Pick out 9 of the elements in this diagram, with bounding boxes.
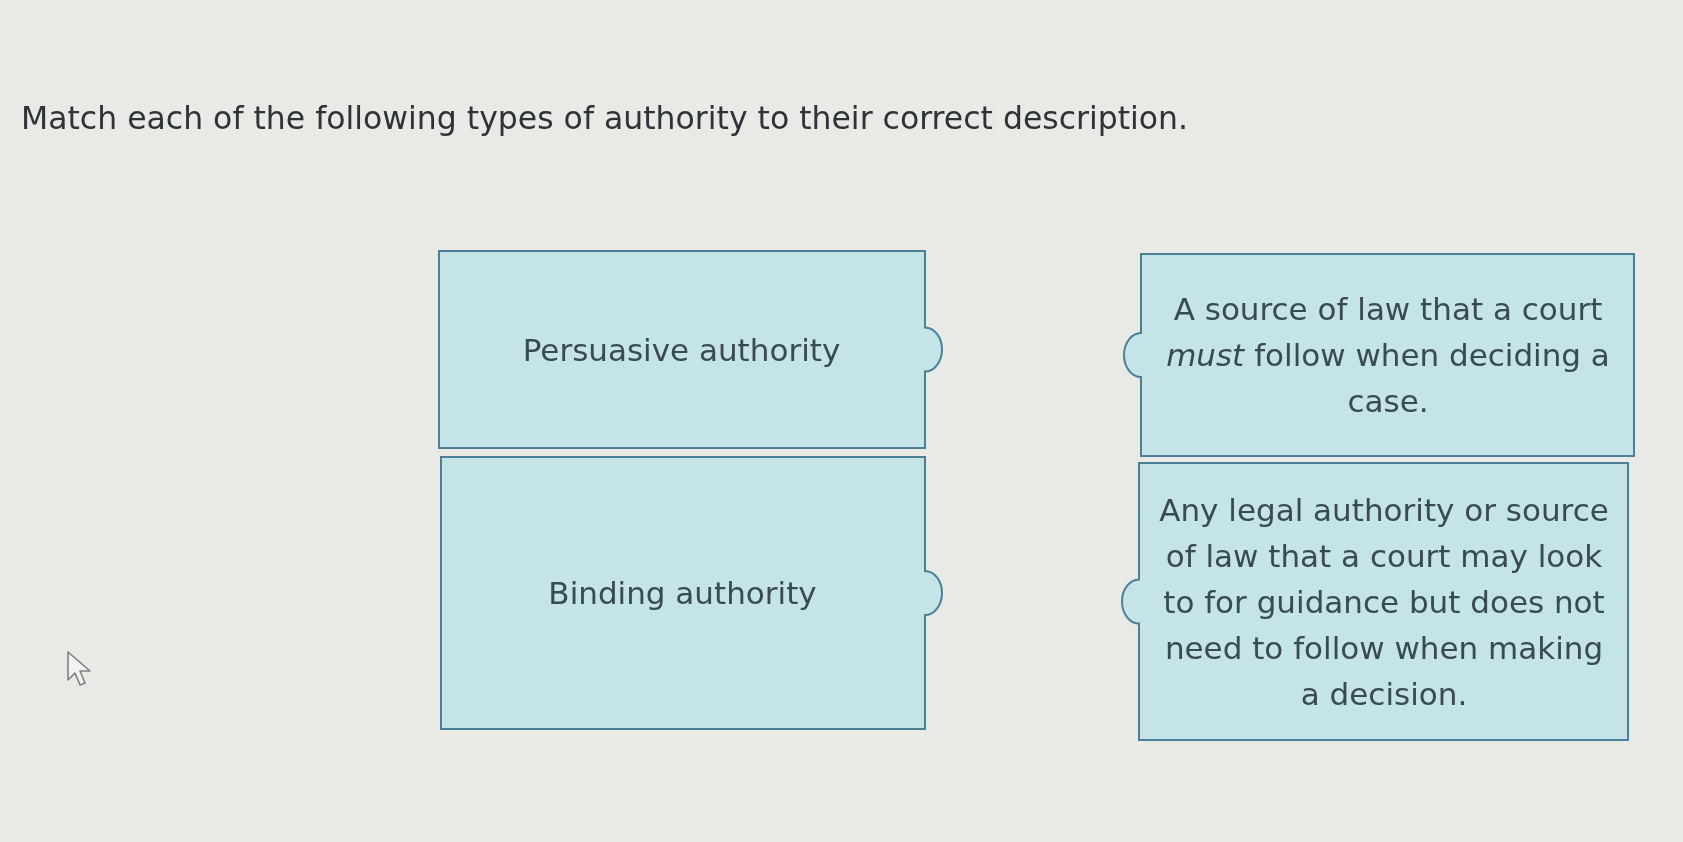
card-text: Persuasive authority [521,330,842,370]
card-text: A source of law that a court must follow when deciding a case. [1165,290,1611,421]
match-card [438,250,943,449]
card-text: Any legal authority or source of law that a court may look to for guidance but does not need to follow when making a decision. [1158,490,1610,714]
card-text: Binding authority [547,574,818,613]
match-card [1123,253,1635,457]
match-card [440,456,943,730]
match-card [1121,462,1629,741]
question-title: Match each of the following types of authority to their correct description. [21,99,1189,138]
